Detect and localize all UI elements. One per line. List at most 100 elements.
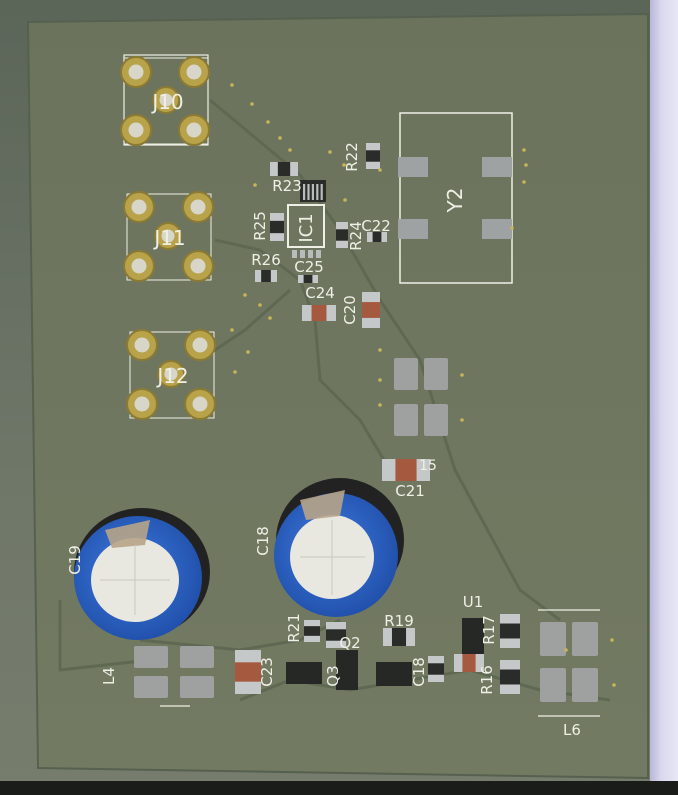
smd-part xyxy=(500,660,520,694)
th-hole xyxy=(131,258,147,274)
label-r22: R22 xyxy=(343,142,361,172)
connector-j12: J12 xyxy=(126,329,216,420)
label-j11: J11 xyxy=(152,226,185,250)
connector-j10: J10 xyxy=(120,56,210,146)
th-hole xyxy=(134,337,150,353)
via xyxy=(253,183,257,187)
label-j12: J12 xyxy=(155,364,188,388)
via xyxy=(378,168,382,172)
th-hole xyxy=(128,64,144,80)
viewer-side-panel xyxy=(650,0,678,795)
via xyxy=(378,378,382,382)
via xyxy=(288,148,292,152)
th-hole xyxy=(186,122,202,138)
th-hole xyxy=(164,367,178,381)
th-hole xyxy=(186,64,202,80)
smd-part xyxy=(454,654,484,672)
label-c23: C23 xyxy=(258,657,276,687)
smd-part xyxy=(304,620,320,642)
smd-part xyxy=(383,628,415,646)
via xyxy=(522,180,526,184)
smd-part xyxy=(270,213,284,241)
smd-part xyxy=(326,622,346,648)
label-c18-b: C18 xyxy=(410,657,428,687)
smd-part xyxy=(366,143,380,169)
connector-j11: J11 xyxy=(123,191,214,282)
th-hole xyxy=(128,122,144,138)
via xyxy=(342,163,346,167)
label-r16: R16 xyxy=(478,665,496,695)
th-hole xyxy=(190,199,206,215)
via xyxy=(564,648,568,652)
label-c24: C24 xyxy=(305,284,335,302)
th-hole xyxy=(131,199,147,215)
label-ic1: IC1 xyxy=(296,213,317,242)
via xyxy=(246,350,250,354)
label-c19: C19 xyxy=(66,545,84,575)
label-y2: Y2 xyxy=(443,188,467,214)
smd-part xyxy=(367,232,387,242)
via xyxy=(278,136,282,140)
electrolytic-cap-right xyxy=(274,478,404,617)
label-c22: C22 xyxy=(361,217,391,235)
via xyxy=(510,226,514,230)
via xyxy=(258,303,262,307)
via xyxy=(266,120,270,124)
via xyxy=(612,683,616,687)
via xyxy=(378,403,382,407)
via xyxy=(243,293,247,297)
label-q3: Q3 xyxy=(324,665,342,686)
ic-ic1: IC1 xyxy=(287,180,326,258)
label-c21: C21 xyxy=(395,482,425,500)
label-r21: R21 xyxy=(285,613,303,643)
label-l6: L6 xyxy=(563,721,581,739)
label-r17: R17 xyxy=(480,615,498,645)
smd-part xyxy=(362,292,380,328)
via xyxy=(343,198,347,202)
crystal-y2: Y2 xyxy=(398,112,513,284)
via xyxy=(328,150,332,154)
label-l4: L4 xyxy=(100,667,118,685)
label-r24: R24 xyxy=(347,221,365,251)
smd-part xyxy=(336,222,348,248)
via xyxy=(233,370,237,374)
label-r23: R23 xyxy=(272,177,302,195)
via xyxy=(522,148,526,152)
via xyxy=(268,316,272,320)
via xyxy=(460,418,464,422)
label-q2: Q2 xyxy=(339,634,360,652)
th-hole xyxy=(190,258,206,274)
smd-part xyxy=(428,656,444,682)
electrolytic-cap-left xyxy=(74,508,210,640)
transistor-bodies xyxy=(286,618,484,690)
label-c21-partial: 15 xyxy=(419,458,437,474)
smd-part xyxy=(302,305,336,321)
label-r19: R19 xyxy=(384,612,414,630)
label-r26: R26 xyxy=(251,251,281,269)
label-c18: C18 xyxy=(254,526,272,556)
th-hole xyxy=(159,93,173,107)
th-hole xyxy=(161,229,175,243)
label-r25: R25 xyxy=(251,211,269,241)
label-j10: J10 xyxy=(150,90,183,114)
th-hole xyxy=(134,396,150,412)
via xyxy=(230,328,234,332)
via xyxy=(378,348,382,352)
via xyxy=(524,163,528,167)
viewer-bottom-bar xyxy=(0,781,678,795)
inductor-l6 xyxy=(538,609,600,717)
smd-part xyxy=(270,162,298,176)
label-c25: C25 xyxy=(294,258,324,276)
via xyxy=(460,373,464,377)
label-c20: C20 xyxy=(341,295,359,325)
smd-part xyxy=(500,614,520,648)
smd-part xyxy=(298,275,318,283)
th-hole xyxy=(192,337,208,353)
via xyxy=(250,102,254,106)
via xyxy=(610,638,614,642)
th-hole xyxy=(192,396,208,412)
smd-part xyxy=(255,270,277,282)
label-u1: U1 xyxy=(463,593,484,611)
